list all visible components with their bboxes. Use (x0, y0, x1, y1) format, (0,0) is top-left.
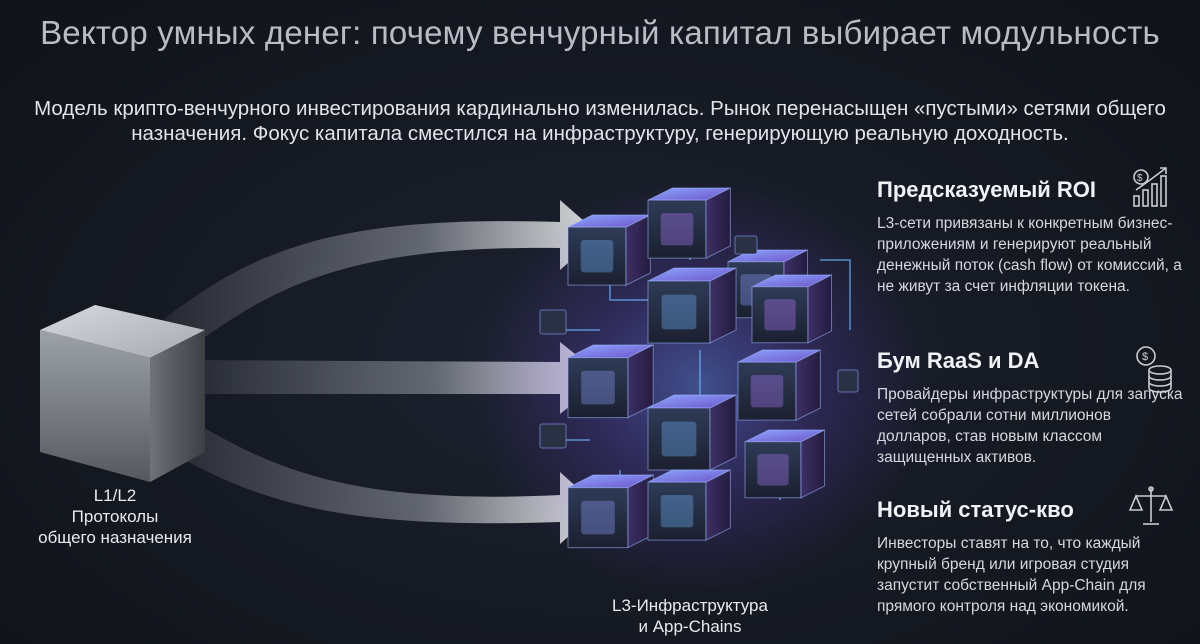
feature-raas-da: Бум RaaS и DA Провайдеры инфраструктуры … (877, 348, 1187, 468)
svg-text:$: $ (1137, 173, 1143, 184)
floating-tiles (539, 235, 859, 449)
feature-new-status-quo: Новый статус-кво Инвесторы ставят на то,… (877, 497, 1187, 617)
roi-chart-icon: $ (1133, 167, 1167, 207)
scales-icon (1128, 486, 1174, 525)
arrow-bottom (150, 410, 600, 544)
feature-predictable-roi: Предсказуемый ROI L3-сети привязаны к ко… (877, 177, 1187, 297)
feature-heading: Предсказуемый ROI (877, 177, 1097, 202)
l1-l2-label: L1/L2 Протоколы общего назначения (38, 486, 192, 547)
feature-text: Провайдеры инфраструктуры для запуска се… (877, 386, 1183, 466)
l3-cube (567, 474, 654, 549)
l3-label: L3-Инфраструктура и App-Chains (612, 596, 768, 636)
l3-cube (737, 349, 821, 421)
l3-cube (647, 267, 737, 344)
coin-stack-icon: $ (1136, 346, 1172, 393)
arrow-middle (175, 342, 605, 414)
l3-cube (647, 187, 731, 259)
feature-text: Инвесторы ставят на то, что каждый крупн… (877, 535, 1146, 615)
l3-cube-cluster (567, 187, 833, 549)
l3-cube (647, 394, 737, 471)
svg-text:$: $ (1142, 351, 1148, 363)
page-subtitle: Модель крипто-венчурного инвестирования … (34, 97, 1166, 145)
feature-heading: Новый статус-кво (877, 497, 1074, 522)
l3-cube (647, 469, 731, 541)
l1-l2-cube (40, 305, 205, 482)
arrow-top (150, 200, 600, 360)
l3-cube (567, 344, 654, 419)
l3-cube (744, 429, 826, 499)
l3-cube (751, 274, 833, 344)
feature-text: L3-сети привязаны к конкретным бизнес-пр… (877, 215, 1182, 295)
flow-arrows (150, 200, 605, 544)
l3-cube (567, 214, 651, 286)
feature-heading: Бум RaaS и DA (877, 348, 1040, 373)
page-title: Вектор умных денег: почему венчурный кап… (40, 14, 1160, 51)
